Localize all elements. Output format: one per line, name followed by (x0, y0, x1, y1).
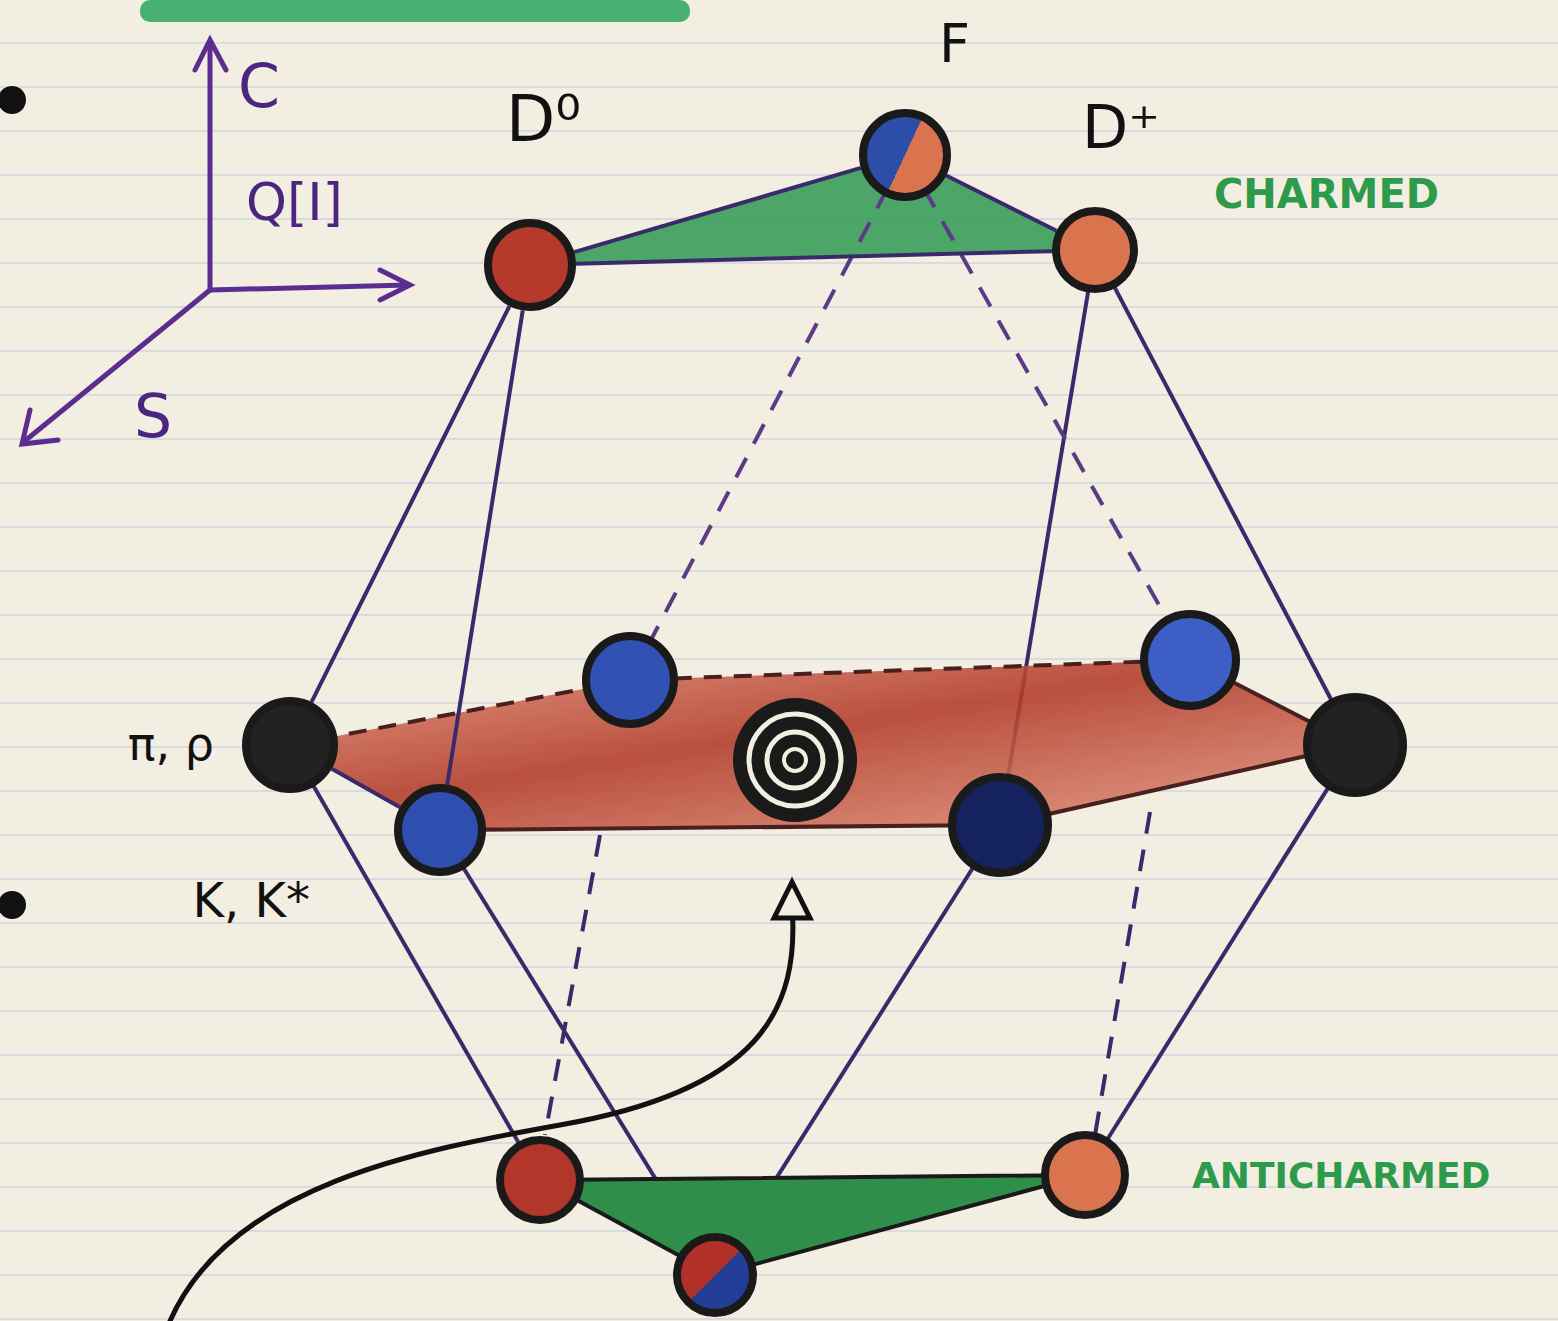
dashed-line (545, 835, 600, 1135)
meson-dot (677, 1237, 753, 1313)
meson-label: D⁰ (506, 87, 581, 151)
meson-dot (500, 1140, 580, 1220)
punch-hole (0, 86, 26, 114)
edge-line (946, 176, 1056, 231)
diagram-label: ANTICHARMED (1192, 1158, 1490, 1194)
target-ring (749, 714, 841, 806)
solid-line (1085, 745, 1355, 1175)
diagram-label: CHARMED (1214, 174, 1439, 214)
dashed-lines (630, 155, 1190, 680)
solid-line (290, 745, 540, 1180)
multiplet-edge (311, 306, 509, 702)
multiplet-edge (447, 310, 523, 784)
multiplet-edge (946, 176, 1056, 231)
edge-line (576, 251, 1052, 264)
meson-node: K, K* (394, 784, 486, 876)
target-disc (733, 698, 857, 822)
meson-dot (952, 777, 1048, 873)
arrow-head (380, 270, 410, 300)
axis-c (208, 42, 213, 290)
edge-line (311, 306, 509, 702)
meson-node: D⁺ (1052, 207, 1138, 293)
central-target (733, 698, 857, 822)
target-center (784, 749, 806, 771)
axis-s (26, 290, 210, 440)
meson-dots (500, 614, 1403, 1313)
arrow-head (22, 410, 58, 444)
axes (22, 40, 410, 444)
pointer-curve (170, 905, 793, 1321)
charmed-triangle (530, 155, 1095, 265)
meson-node: π, ρ (242, 697, 338, 793)
dashed-line (1095, 812, 1150, 1135)
solid-lines (290, 745, 1355, 1275)
multiplet-edge (576, 251, 1052, 264)
axis-q (210, 285, 408, 290)
diagram-label: C (238, 56, 280, 116)
dashed-line (630, 155, 905, 680)
multiplet-edge (332, 769, 400, 808)
arrow-head (774, 882, 810, 918)
diagram-label: Q[I] (246, 176, 343, 228)
meson-dot (586, 636, 674, 724)
meson-dot (1307, 697, 1403, 793)
meson-label: K, K* (193, 876, 310, 924)
edge-line (332, 769, 400, 808)
meson-label: F (939, 17, 970, 71)
dashed-lines (545, 812, 1150, 1135)
target-ring (767, 732, 823, 788)
meson-dot (1144, 614, 1236, 706)
edge-line (447, 310, 523, 784)
anticharmed-triangle (540, 1175, 1085, 1275)
meson-label: D⁺ (1082, 97, 1160, 157)
meson-node: D⁰ (484, 219, 576, 311)
meson-label: π, ρ (128, 721, 214, 767)
dashed-line (905, 155, 1190, 660)
punch-hole (0, 891, 26, 919)
meson-dot (1045, 1135, 1125, 1215)
diagram-label: S (134, 386, 172, 446)
marker-stroke (140, 0, 690, 22)
multiplet-edge (574, 168, 861, 252)
meson-node: F (859, 109, 951, 201)
pointer-arrow (170, 882, 810, 1321)
arrow-head (195, 40, 226, 70)
edge-line (574, 168, 861, 252)
